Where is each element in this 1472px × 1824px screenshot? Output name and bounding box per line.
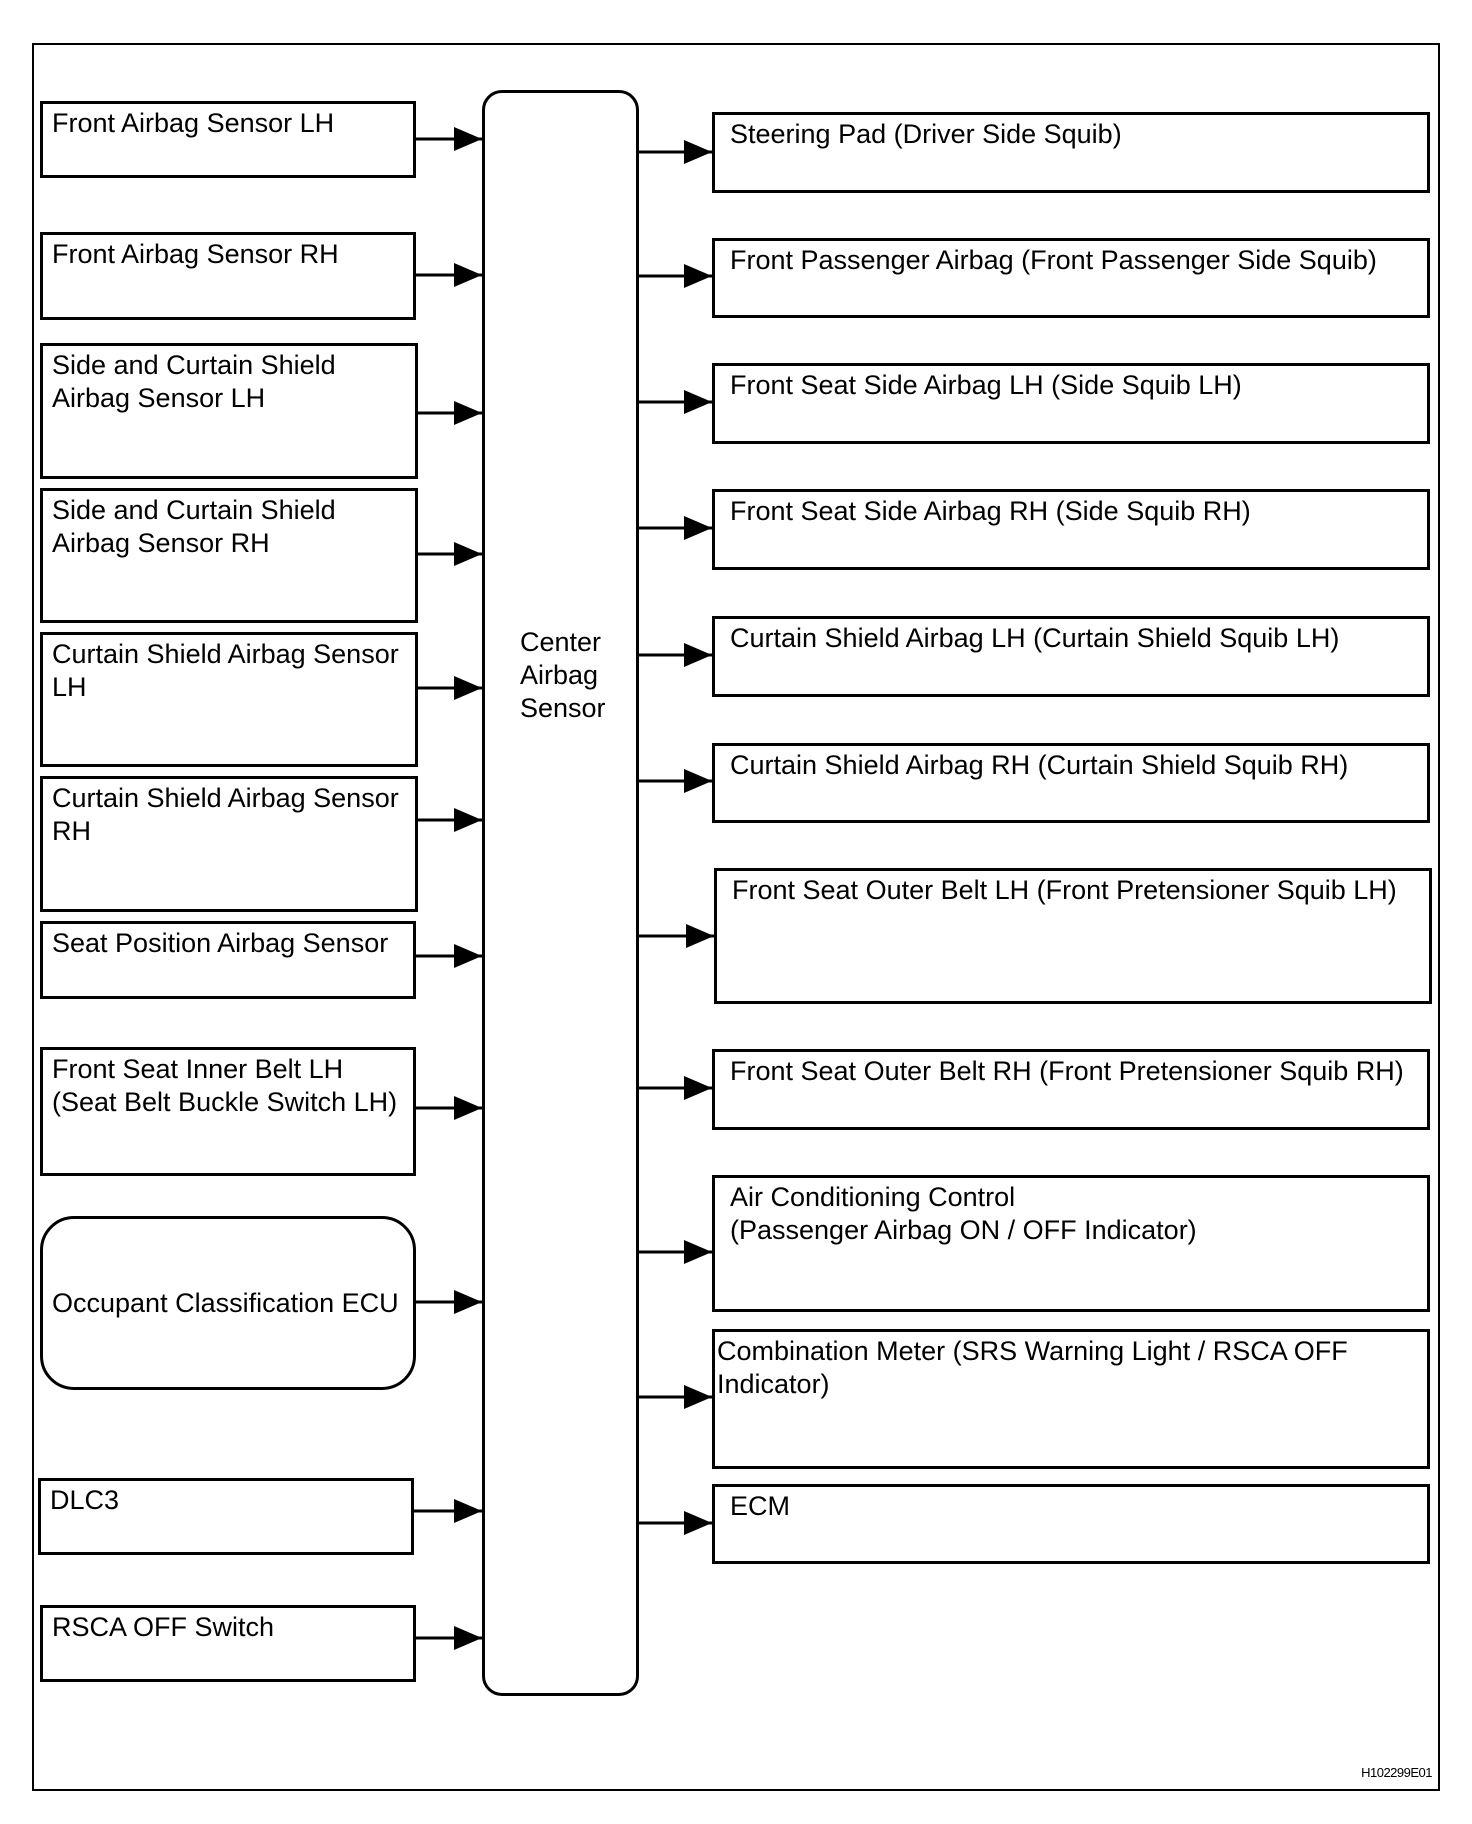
output-front-seat-side-airbag-lh: Front Seat Side Airbag LH (Side Squib LH… [712,363,1430,444]
input-occupant-classification-ecu: Occupant Classification ECU [40,1216,416,1390]
center-airbag-sensor-label: Center Airbag Sensor [520,627,606,723]
output-air-conditioning-control: Air Conditioning Control (Passenger Airb… [712,1175,1430,1312]
output-front-seat-outer-belt-rh: Front Seat Outer Belt RH (Front Pretensi… [712,1049,1430,1130]
output-curtain-shield-airbag-rh: Curtain Shield Airbag RH (Curtain Shield… [712,743,1430,823]
output-steering-pad: Steering Pad (Driver Side Squib) [712,112,1430,193]
output-front-seat-outer-belt-lh: Front Seat Outer Belt LH (Front Pretensi… [714,868,1432,1004]
input-front-airbag-sensor-rh: Front Airbag Sensor RH [40,232,416,320]
input-curtain-shield-sensor-lh: Curtain Shield Airbag Sensor LH [40,632,418,767]
input-front-airbag-sensor-lh: Front Airbag Sensor LH [40,101,416,178]
input-side-curtain-sensor-rh: Side and Curtain Shield Airbag Sensor RH [40,488,418,623]
input-front-seat-inner-belt-lh: Front Seat Inner Belt LH (Seat Belt Buck… [40,1047,416,1176]
input-side-curtain-sensor-lh: Side and Curtain Shield Airbag Sensor LH [40,343,418,479]
figure-code: H102299E01 [1361,1765,1432,1780]
input-seat-position-sensor: Seat Position Airbag Sensor [40,921,416,999]
input-dlc3: DLC3 [38,1478,414,1555]
output-front-passenger-airbag: Front Passenger Airbag (Front Passenger … [712,238,1430,318]
output-combination-meter: Combination Meter (SRS Warning Light / R… [712,1329,1430,1469]
diagram-frame [32,43,1440,1791]
input-curtain-shield-sensor-rh: Curtain Shield Airbag Sensor RH [40,776,418,912]
input-rsca-off-switch: RSCA OFF Switch [40,1605,416,1682]
center-airbag-sensor: Center Airbag Sensor [482,90,639,1696]
output-curtain-shield-airbag-lh: Curtain Shield Airbag LH (Curtain Shield… [712,616,1430,697]
output-front-seat-side-airbag-rh: Front Seat Side Airbag RH (Side Squib RH… [712,489,1430,570]
output-ecm: ECM [712,1484,1430,1564]
